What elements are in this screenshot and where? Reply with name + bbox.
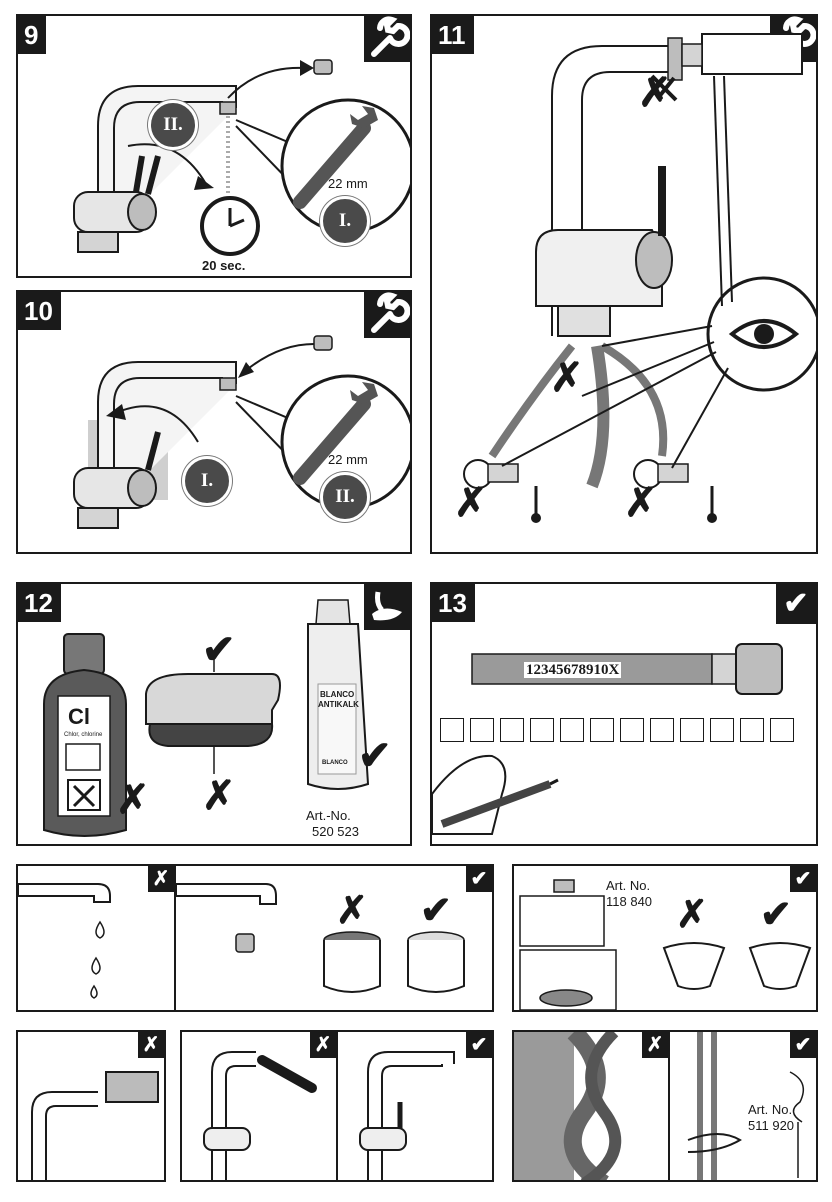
faucet-illustration xyxy=(359,1051,455,1180)
check-icon: ✔ xyxy=(202,628,236,672)
cross-icon: ✗ xyxy=(202,774,236,818)
wrench-size-label: 22 mm xyxy=(328,452,368,467)
step-number: 12 xyxy=(18,584,61,622)
cross-icon: ✗ xyxy=(116,778,150,822)
serial-entry-box xyxy=(650,718,674,742)
faucet-pulled-illustration xyxy=(203,1051,317,1180)
serial-entry-box xyxy=(740,718,764,742)
step-number: 9 xyxy=(18,16,47,54)
serial-entry-box xyxy=(470,718,494,742)
step-number: 13 xyxy=(432,584,475,622)
time-label: 20 sec. xyxy=(202,258,246,273)
chlorine-symbol: Cl xyxy=(68,704,90,729)
serial-entry-box xyxy=(770,718,794,742)
check-icon: ✔ xyxy=(466,866,492,892)
check-icon: ✔ xyxy=(776,584,816,624)
step-number: 10 xyxy=(18,292,61,330)
panel-no-kink-hose: ✗ xyxy=(180,1030,338,1182)
panel-step-10: 10 I. II. 22 mm xyxy=(16,290,412,554)
serial-entry-box xyxy=(500,718,524,742)
step-badge-ii: II. xyxy=(148,100,198,150)
serial-entry-boxes xyxy=(440,718,794,742)
panel-hose-tangled: ✗ xyxy=(512,1030,670,1182)
wrench-size-label: 22 mm xyxy=(328,176,368,191)
check-icon: ✔ xyxy=(466,1032,492,1058)
faucet-underside-illustration: ✗ ✗ ✗ ✗ xyxy=(454,33,816,525)
strainer-illustration xyxy=(519,879,812,1010)
cross-icon: ✗ xyxy=(336,890,368,932)
step-badge-i: I. xyxy=(182,456,232,506)
cross-icon: ✗ xyxy=(676,894,708,936)
aerator-illustration xyxy=(176,883,465,993)
serial-entry-box xyxy=(440,718,464,742)
hose-illustration xyxy=(432,643,783,835)
check-icon: ✔ xyxy=(790,866,816,892)
pliers-illustration xyxy=(31,1071,159,1180)
svg-text:✗: ✗ xyxy=(624,481,658,525)
panel-strainer-replace: ✔ Art. No. 118 840 ✗ ✔ xyxy=(512,864,818,1012)
faucet-illustration xyxy=(73,59,410,256)
check-icon: ✔ xyxy=(358,734,392,778)
article-number-label: Art. No. xyxy=(606,878,651,893)
cross-icon: ✗ xyxy=(642,1032,668,1058)
panel-hose-weight: ✔ Art. No. 511 920 xyxy=(668,1030,818,1182)
svg-text:✗: ✗ xyxy=(550,356,584,400)
cross-icon: ✗ xyxy=(310,1032,336,1058)
panel-no-pliers: ✗ xyxy=(16,1030,166,1182)
panel-step-12: 12 Cl Chlor, chlorine BLANCO ANTIKALK BL… xyxy=(16,582,412,846)
panel-step-11: 11 ✗ ✗ ✗ ✗ xyxy=(430,14,818,554)
panel-step-9: 9 II. I. 22 mm 20 sec. xyxy=(16,14,412,278)
bottle-product: ANTIKALK xyxy=(318,700,359,709)
article-number: 118 840 xyxy=(606,894,653,909)
cleaning-products-illustration xyxy=(43,599,370,837)
panel-correct-faucet: ✔ xyxy=(336,1030,494,1182)
panel-step-13: 13 ✔ 12345678910X xyxy=(430,582,818,846)
dripping-spout-illustration xyxy=(18,883,111,999)
step-badge-ii: II. xyxy=(320,472,370,522)
check-icon: ✔ xyxy=(790,1032,816,1058)
bottle-brand: BLANCO xyxy=(320,690,355,699)
panel-aerator-comparison: ✔ ✗ ✔ xyxy=(174,864,494,1012)
serial-entry-box xyxy=(710,718,734,742)
serial-entry-box xyxy=(530,718,554,742)
cross-icon: ✗ xyxy=(138,1032,164,1058)
serial-entry-box xyxy=(680,718,704,742)
serial-entry-box xyxy=(560,718,584,742)
serial-number: 12345678910X xyxy=(524,662,622,678)
faucet-illustration xyxy=(73,335,410,529)
svg-text:✗: ✗ xyxy=(638,71,672,115)
step-badge-i: I. xyxy=(320,196,370,246)
serial-entry-box xyxy=(590,718,614,742)
hose-weight-illustration xyxy=(687,1032,805,1180)
article-number-label: Art. No. xyxy=(748,1102,793,1117)
chlorine-text: Chlor, chlorine xyxy=(64,732,103,738)
article-number: 511 920 xyxy=(748,1118,795,1133)
svg-text:✗: ✗ xyxy=(454,481,488,525)
article-number: 520 523 xyxy=(312,824,359,839)
check-icon: ✔ xyxy=(420,890,452,932)
panel-aerator-dripping: ✗ xyxy=(16,864,176,1012)
tangled-hose-illustration xyxy=(514,1032,622,1180)
check-icon: ✔ xyxy=(760,894,792,936)
article-number-label: Art.-No. xyxy=(306,808,351,823)
cleaning-cloth-icon xyxy=(364,584,410,630)
bottle-brand-small: BLANCO xyxy=(322,760,348,766)
cross-icon: ✗ xyxy=(148,866,174,892)
wrench-icon xyxy=(364,292,410,338)
step-number: 11 xyxy=(432,16,474,54)
wrench-icon xyxy=(364,16,410,62)
serial-entry-box xyxy=(620,718,644,742)
